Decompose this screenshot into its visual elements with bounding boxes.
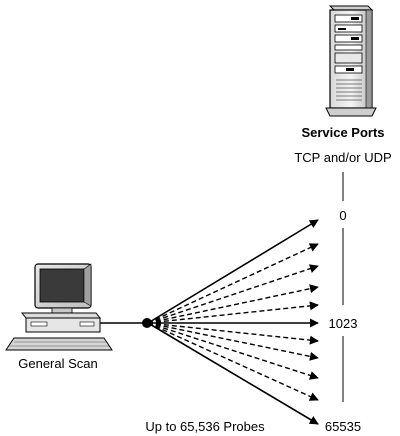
probe-arrow-dashed xyxy=(147,301,319,324)
port-label-0: 0 xyxy=(339,208,346,223)
port-label-1023: 1023 xyxy=(329,316,358,331)
probe-arrow-dashed xyxy=(147,243,319,324)
probe-arrow-dashed xyxy=(147,322,319,345)
probe-arrow-solid-top xyxy=(147,219,319,324)
probe-arrow-solid-bottom xyxy=(147,322,319,425)
probe-arrow-dashed xyxy=(147,322,319,380)
probe-arrow-dashed xyxy=(147,322,319,361)
port-label-65535: 65535 xyxy=(325,419,361,434)
server-title: Service Ports xyxy=(301,125,384,140)
probe-arrow-dashed xyxy=(147,284,319,324)
probe-arrows xyxy=(85,219,319,425)
probe-arrow-dashed xyxy=(147,264,319,324)
probe-origin-node xyxy=(142,318,152,328)
server-subtitle: TCP and/or UDP xyxy=(294,150,391,165)
server-tower-icon xyxy=(325,5,377,117)
probes-label: Up to 65,536 Probes xyxy=(145,419,265,434)
probe-arrow-dashed xyxy=(147,322,319,401)
client-label: General Scan xyxy=(18,356,98,371)
workstation-computer-icon xyxy=(5,263,113,351)
